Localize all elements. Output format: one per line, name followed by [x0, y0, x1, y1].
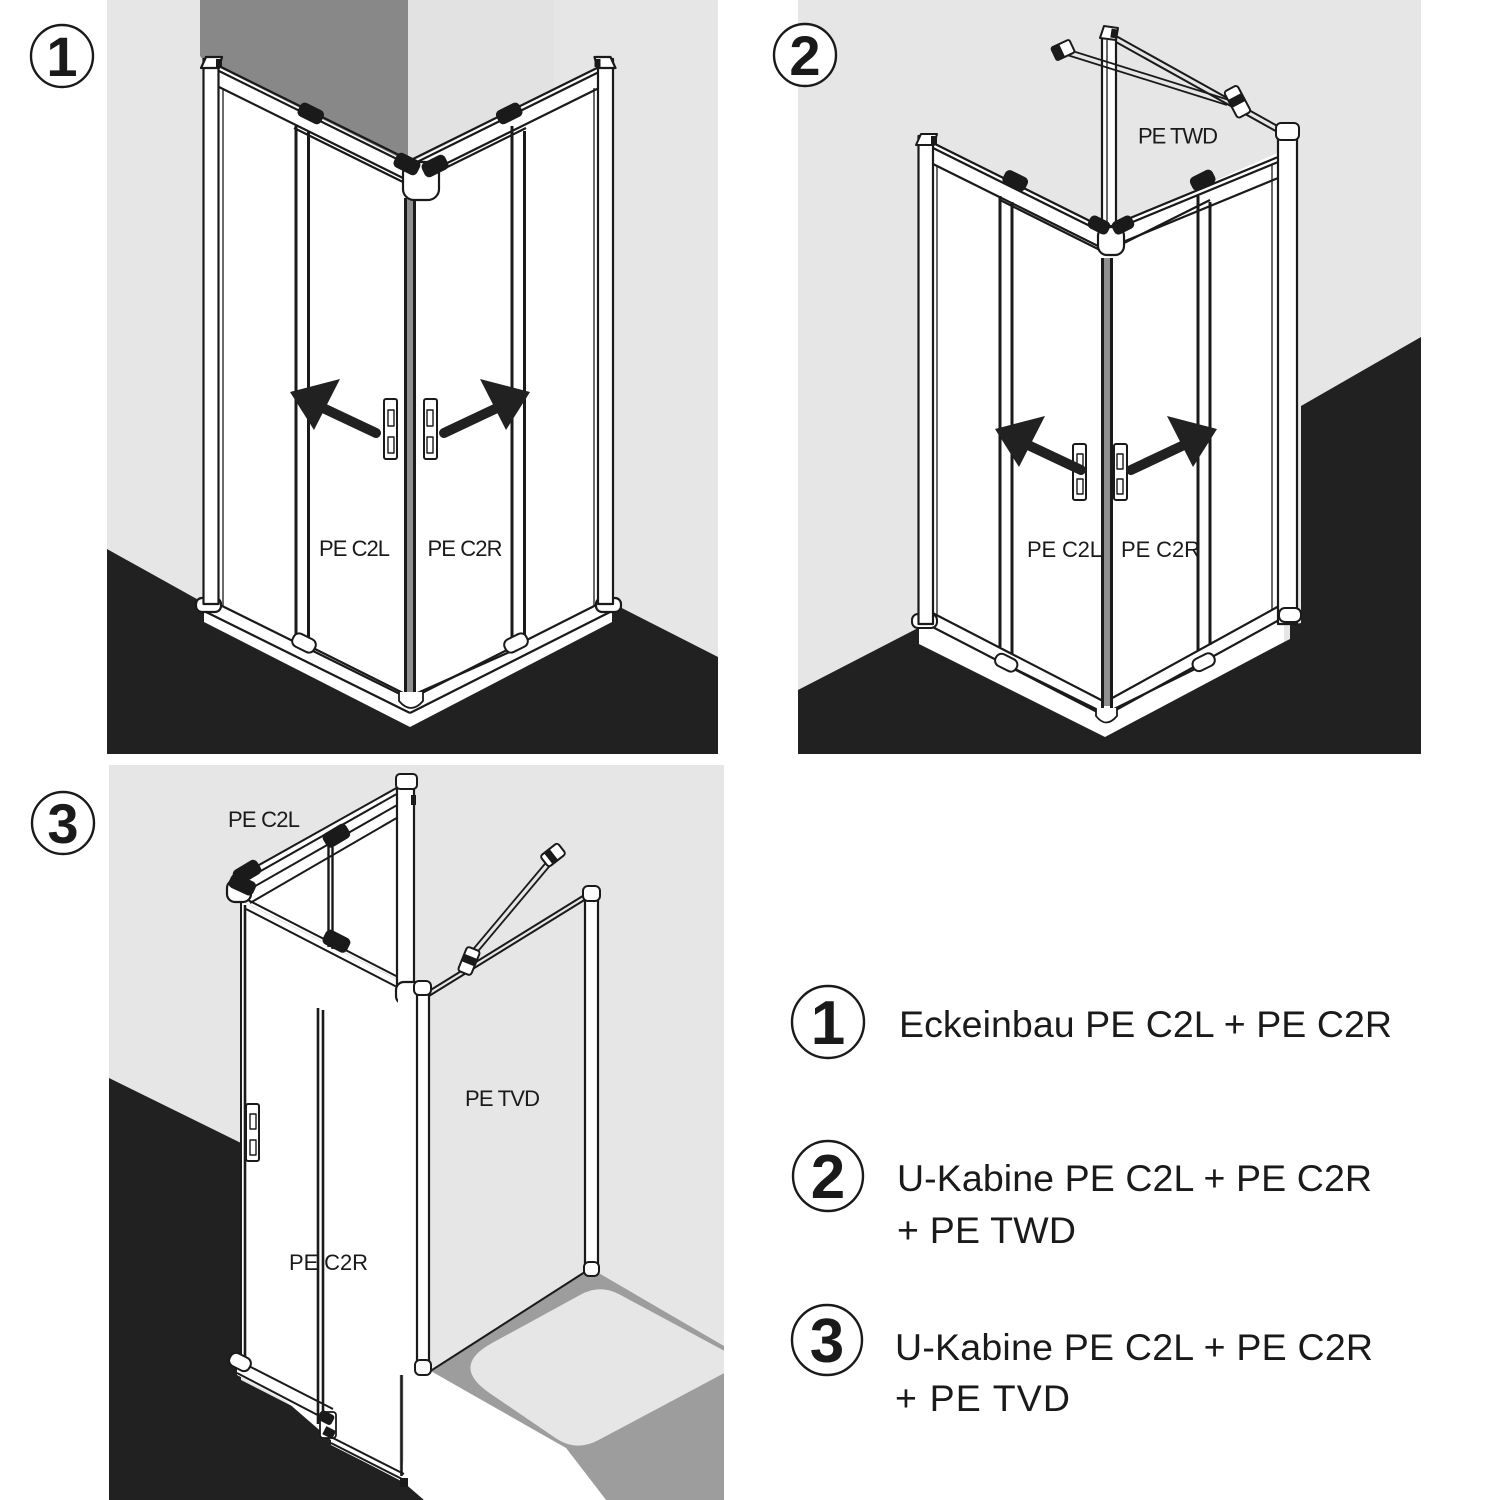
svg-text:PE C2R: PE C2R	[289, 1250, 368, 1275]
svg-text:2: 2	[811, 1143, 845, 1212]
svg-text:+ PE TVD: + PE TVD	[895, 1377, 1070, 1419]
svg-text:PE TWD: PE TWD	[1138, 124, 1218, 149]
svg-text:PE C2L: PE C2L	[228, 807, 300, 832]
svg-text:PE C2R: PE C2R	[1121, 537, 1200, 562]
svg-text:3: 3	[810, 1307, 844, 1376]
svg-text:PE C2L: PE C2L	[1027, 537, 1102, 562]
svg-text:Eckeinbau PE C2L + PE C2R: Eckeinbau PE C2L + PE C2R	[899, 1003, 1392, 1045]
svg-text:+ PE TWD: + PE TWD	[897, 1209, 1076, 1251]
svg-text:PE C2L: PE C2L	[319, 536, 390, 561]
svg-text:PE C2R: PE C2R	[428, 536, 503, 561]
svg-text:2: 2	[789, 24, 820, 87]
svg-text:3: 3	[47, 792, 78, 855]
svg-text:PE TVD: PE TVD	[465, 1086, 540, 1111]
svg-text:1: 1	[811, 989, 845, 1058]
svg-text:1: 1	[46, 25, 77, 88]
svg-text:U-Kabine PE C2L + PE C2R: U-Kabine PE C2L + PE C2R	[895, 1326, 1373, 1368]
svg-text:U-Kabine PE C2L + PE C2R: U-Kabine PE C2L + PE C2R	[897, 1157, 1372, 1199]
